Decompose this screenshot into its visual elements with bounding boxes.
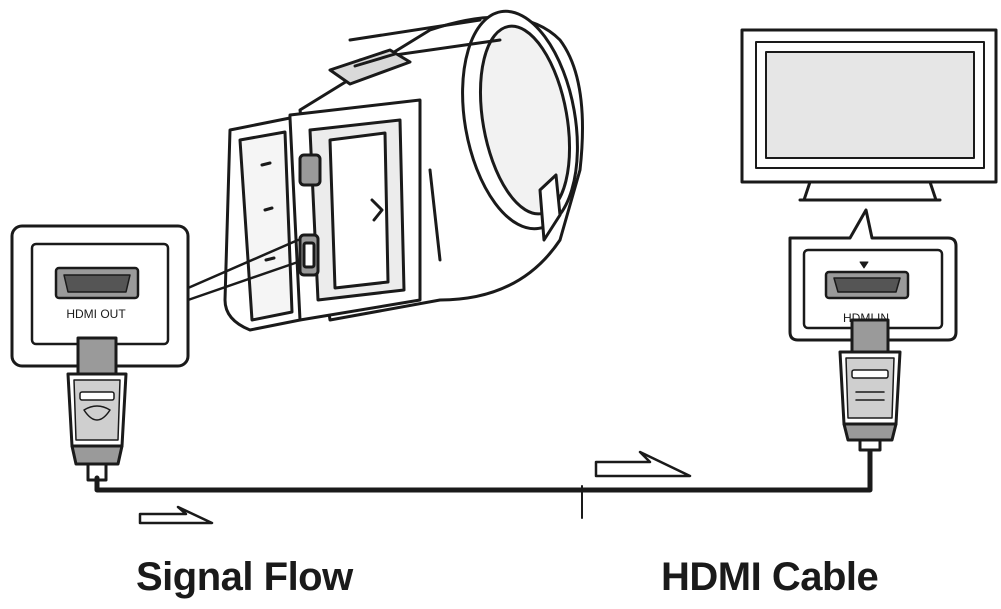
camcorder-icon — [223, 9, 584, 332]
port-callout-lines — [186, 238, 300, 302]
hdmi-plug-right-icon — [838, 318, 902, 452]
signal-flow-caption: Signal Flow — [136, 555, 353, 599]
hdmi-in-callout: HDMI IN — [788, 208, 958, 342]
hdmi-in-port-icon — [824, 261, 910, 300]
cable-arrow-icon — [594, 450, 692, 478]
hdmi-out-label: HDMI OUT — [66, 307, 126, 321]
hdmi-plug-left-icon — [66, 336, 128, 482]
hdmi-cable — [94, 445, 873, 519]
signal-flow-arrow-icon — [138, 505, 214, 525]
hdmi-cable-caption: HDMI Cable — [661, 555, 879, 599]
hdmi-out-port-icon — [54, 266, 140, 300]
television-icon — [740, 28, 998, 202]
